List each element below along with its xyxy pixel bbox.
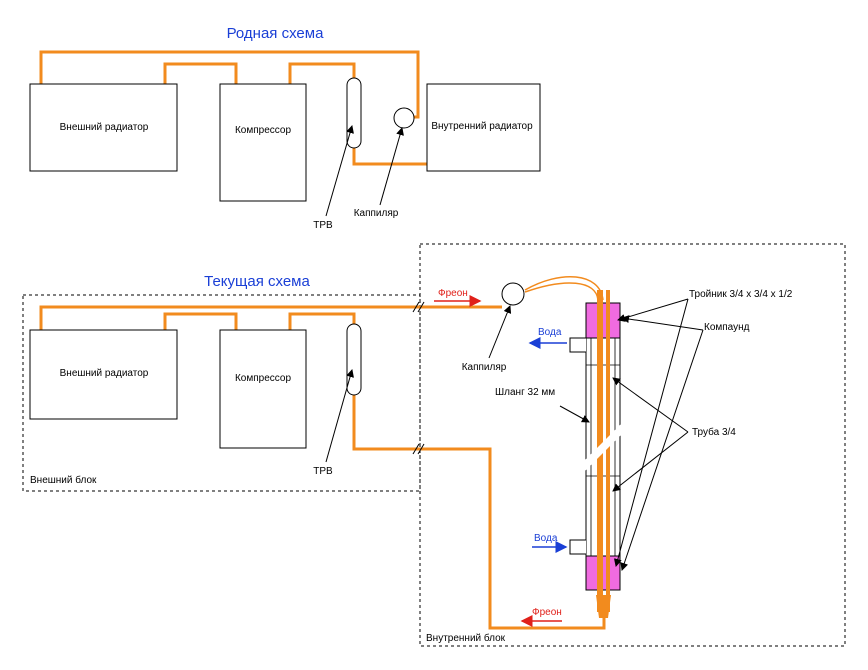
inner-unit-frame bbox=[419, 243, 846, 647]
hose-break bbox=[583, 422, 623, 473]
water-top-label: Вода bbox=[538, 327, 562, 338]
current-trv-label: ТРВ bbox=[313, 466, 333, 477]
compound-label: Компаунд bbox=[704, 322, 750, 333]
inner-unit-label: Внутренний блок bbox=[426, 632, 506, 644]
current-outer-radiator-label: Внешний радиатор bbox=[60, 368, 149, 379]
callout-lines bbox=[559, 298, 704, 571]
native-outer-radiator-label: Внешний радиатор bbox=[60, 122, 149, 133]
native-capillary-coil bbox=[393, 107, 415, 129]
pipe-tip bbox=[596, 595, 611, 618]
current-compressor-label: Компрессор bbox=[235, 373, 291, 384]
freon-top-label: Фреон bbox=[438, 288, 468, 299]
outer-unit-frame bbox=[22, 294, 421, 492]
pipe-break-marks bbox=[412, 301, 425, 455]
tee-label: Тройник 3/4 х 3/4 х 1/2 bbox=[689, 289, 793, 300]
current-scheme-title: Текущая схема bbox=[204, 273, 310, 290]
native-outer-radiator bbox=[29, 83, 178, 172]
water-inlet-branch bbox=[569, 539, 586, 555]
current-pipes bbox=[39, 275, 606, 630]
water-outlet-branch bbox=[569, 337, 586, 353]
water-bottom-label: Вода bbox=[534, 533, 558, 544]
native-inner-radiator bbox=[426, 83, 541, 172]
pipe-label: Труба 3/4 bbox=[692, 426, 736, 438]
native-compressor-label: Компрессор bbox=[235, 125, 291, 136]
current-capillary-label: Каппиляр bbox=[462, 362, 507, 373]
native-scheme-title: Родная схема bbox=[227, 25, 325, 42]
outer-unit-label: Внешний блок bbox=[30, 474, 97, 486]
native-trv-label: ТРВ bbox=[313, 220, 333, 231]
heat-exchanger bbox=[569, 290, 623, 618]
current-compressor bbox=[219, 329, 307, 449]
native-trv-pointer bbox=[325, 125, 354, 217]
current-trv-valve bbox=[346, 323, 362, 396]
native-compressor bbox=[219, 83, 307, 202]
freon-pipe-right bbox=[606, 290, 610, 612]
freon-bottom-label: Фреон bbox=[532, 607, 562, 618]
native-pipes bbox=[39, 50, 428, 166]
hose-label: Шланг 32 мм bbox=[495, 387, 555, 398]
current-outer-radiator bbox=[29, 329, 178, 420]
native-capillary-pointer bbox=[379, 127, 404, 206]
current-capillary-coil bbox=[501, 282, 525, 306]
native-inner-radiator-label: Внутренний радиатор bbox=[431, 121, 533, 132]
current-capillary-pointer bbox=[488, 305, 512, 359]
current-trv-pointer bbox=[325, 369, 354, 463]
native-capillary-label: Каппиляр bbox=[354, 208, 399, 219]
